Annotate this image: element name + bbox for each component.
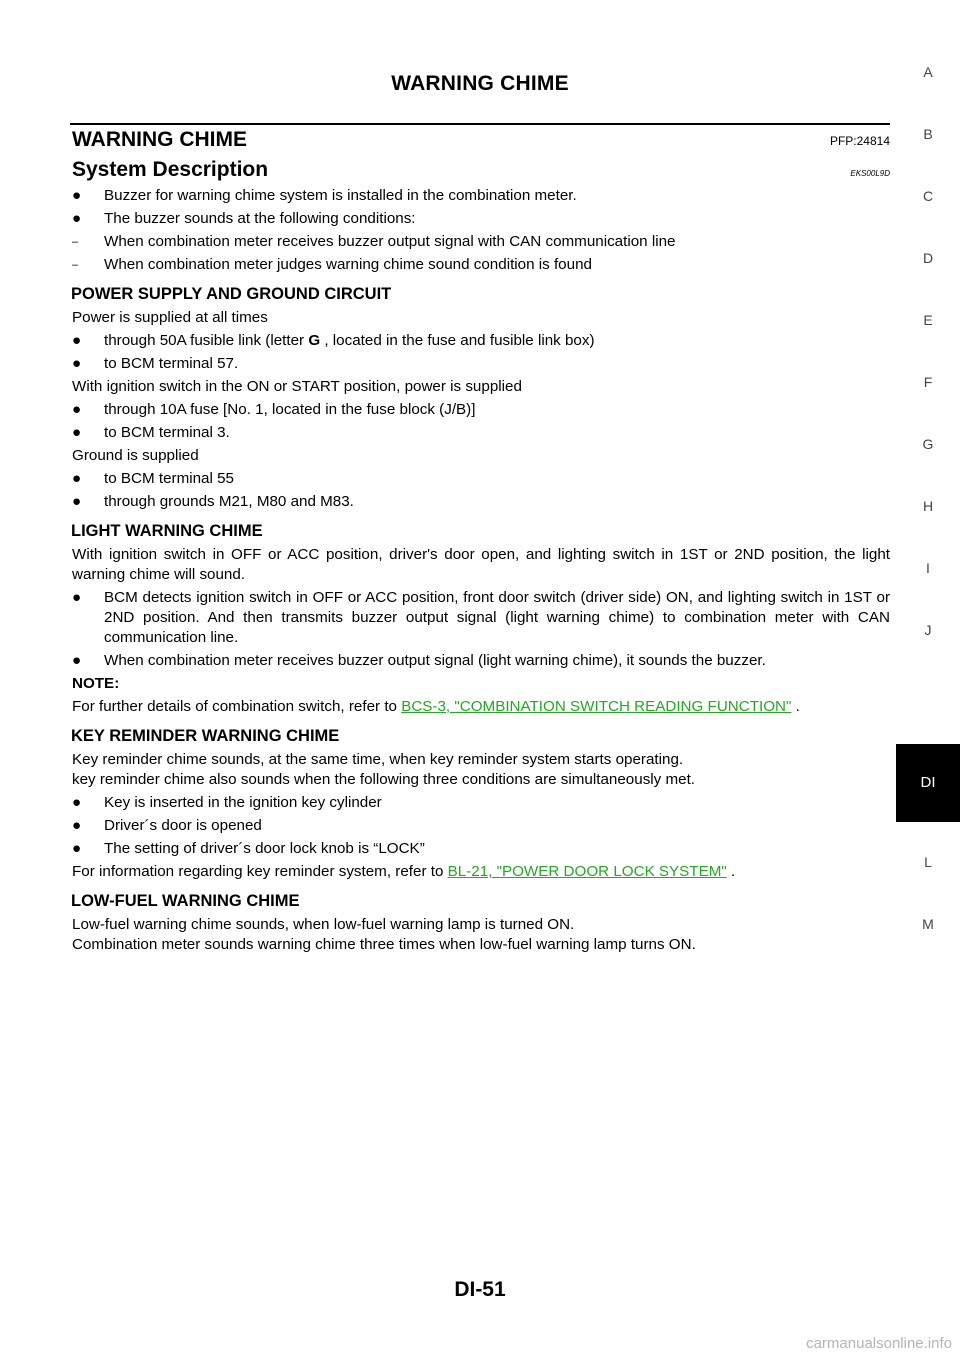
bullet-icon: ●	[72, 589, 82, 606]
list-item: ●through 50A fusible link (letter G , lo…	[72, 332, 595, 349]
bullet-icon: ●	[72, 355, 82, 372]
bullet-icon: ●	[72, 401, 82, 418]
header-rule	[70, 123, 890, 125]
heading-key-reminder: KEY REMINDER WARNING CHIME	[71, 727, 340, 745]
bullet-icon: ●	[72, 470, 82, 487]
list-item: ●The setting of driver´s door lock knob …	[72, 840, 425, 857]
dash-icon: –	[72, 259, 79, 271]
list-item: ●BCM detects ignition switch in OFF or A…	[72, 589, 890, 646]
tab-i[interactable]: I	[926, 560, 930, 576]
subsection-title: System Description	[72, 158, 269, 181]
bullet-icon: ●	[72, 187, 82, 204]
note-label: NOTE:	[72, 675, 120, 692]
link-bl-21[interactable]: BL-21, "POWER DOOR LOCK SYSTEM"	[447, 863, 727, 880]
section-title: WARNING CHIME	[72, 128, 247, 151]
tab-e[interactable]: E	[923, 312, 933, 328]
heading-light-warning: LIGHT WARNING CHIME	[71, 522, 263, 540]
heading-low-fuel: LOW-FUEL WARNING CHIME	[71, 892, 300, 910]
heading-power-supply: POWER SUPPLY AND GROUND CIRCUIT	[71, 285, 392, 303]
part-code: PFP:24814	[829, 134, 890, 148]
paragraph: Combination meter sounds warning chime t…	[72, 936, 696, 953]
paragraph: Power is supplied at all times	[72, 309, 268, 326]
sub-list-item: –When combination meter receives buzzer …	[72, 233, 676, 250]
dash-icon: –	[72, 236, 79, 248]
bullet-icon: ●	[72, 332, 82, 349]
tab-j[interactable]: J	[924, 622, 932, 638]
list-item: ●through grounds M21, M80 and M83.	[72, 493, 354, 510]
list-item: ●Buzzer for warning chime system is inst…	[72, 187, 577, 204]
subsection-code: EKS00L9D	[850, 169, 890, 178]
tab-b[interactable]: B	[923, 126, 933, 142]
tab-a[interactable]: A	[923, 64, 933, 80]
tab-di-active[interactable]: DI	[896, 744, 960, 822]
tab-c[interactable]: C	[922, 188, 934, 204]
link-bcs-3[interactable]: BCS-3, "COMBINATION SWITCH READING FUNCT…	[401, 698, 792, 715]
list-item: ●to BCM terminal 57.	[72, 355, 239, 372]
paragraph: With ignition switch in the ON or START …	[72, 378, 522, 395]
tab-d[interactable]: D	[922, 250, 934, 266]
page-number: DI-51	[454, 1278, 506, 1301]
bullet-icon: ●	[72, 493, 82, 510]
watermark: carmanualsonline.info	[806, 1335, 952, 1352]
paragraph: Ground is supplied	[72, 447, 199, 464]
tab-g[interactable]: G	[922, 436, 934, 452]
bullet-icon: ●	[72, 794, 82, 811]
list-item: ●through 10A fuse [No. 1, located in the…	[72, 401, 476, 418]
reference-text: For information regarding key reminder s…	[72, 863, 736, 880]
bullet-icon: ●	[72, 817, 82, 834]
paragraph: Key reminder chime sounds, at the same t…	[72, 751, 684, 768]
bullet-icon: ●	[72, 424, 82, 441]
tab-h[interactable]: H	[922, 498, 934, 514]
note-text: For further details of combination switc…	[72, 698, 800, 715]
paragraph: Low-fuel warning chime sounds, when low-…	[72, 916, 575, 933]
list-item: ●Driver´s door is opened	[72, 817, 262, 834]
list-item: ●to BCM terminal 3.	[72, 424, 230, 441]
tab-l[interactable]: L	[924, 854, 932, 870]
sub-list-item: –When combination meter judges warning c…	[72, 256, 592, 273]
bullet-icon: ●	[72, 210, 82, 227]
paragraph: key reminder chime also sounds when the …	[72, 771, 696, 788]
list-item: ●When combination meter receives buzzer …	[72, 652, 766, 669]
paragraph: With ignition switch in OFF or ACC posit…	[72, 546, 890, 583]
tab-f[interactable]: F	[923, 374, 933, 390]
tab-m[interactable]: M	[922, 916, 934, 932]
bullet-icon: ●	[72, 652, 82, 669]
list-item: ●The buzzer sounds at the following cond…	[72, 210, 416, 227]
main-content: ●Buzzer for warning chime system is inst…	[71, 186, 890, 958]
bullet-icon: ●	[72, 840, 82, 857]
running-header: WARNING CHIME	[391, 72, 569, 95]
list-item: ●to BCM terminal 55	[72, 470, 234, 487]
list-item: ●Key is inserted in the ignition key cyl…	[72, 794, 382, 811]
